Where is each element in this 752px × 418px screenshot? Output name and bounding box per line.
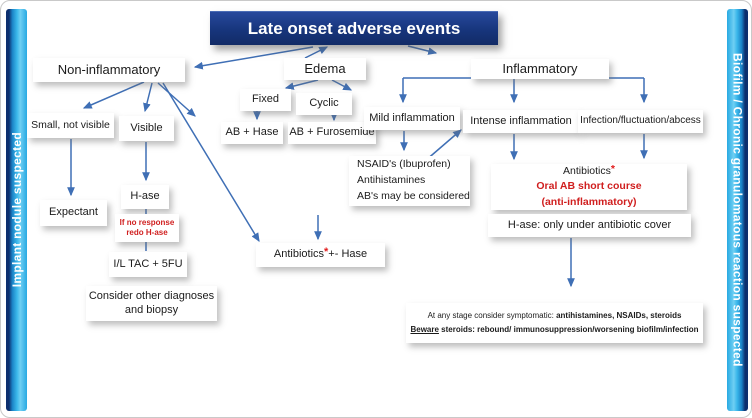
node-antibiotics-oral: Antibiotics* Oral AB short course (anti-… <box>491 163 687 210</box>
antibiotics-oral-asterisk: * <box>610 163 615 176</box>
right-banner: Biofilm / Chronic granulomatous reaction… <box>727 9 748 411</box>
if-no-response-line2: redo H-ase <box>126 228 168 237</box>
node-antibiotics-hase: Antibiotics* +- Hase <box>256 243 385 267</box>
note-line1-prefix: At any stage consider symptomatic: <box>427 311 557 321</box>
antibiotics-oral-line1: Antibiotics* <box>563 163 615 179</box>
note-line2: Beware steroids: rebound/ immunosuppress… <box>410 323 698 337</box>
nsaids-line3: AB's may be considered <box>357 189 470 202</box>
node-non-inflammatory: Non-inflammatory <box>33 58 185 82</box>
node-ab-hase: AB + Hase <box>221 122 283 144</box>
note-beware: Beware <box>410 325 439 334</box>
note-line2-rest: steroids: rebound/ immunosuppression/wor… <box>438 325 699 334</box>
oral-ab-short-course: Oral AB short course <box>536 180 642 193</box>
node-mild-inflammation: Mild inflammation <box>364 107 460 130</box>
node-small-not-visible: Small, not visible <box>27 113 114 138</box>
note-line1: At any stage consider symptomatic: antih… <box>428 309 682 323</box>
node-infection-fluctuation-abcess: Infection/fluctuation/abcess <box>578 110 703 133</box>
consider-line1: Consider other diagnoses <box>88 289 215 302</box>
if-no-response-line1: If no response <box>119 218 175 227</box>
anti-inflammatory: (anti-inflammatory) <box>541 195 637 208</box>
right-banner-label: Biofilm / Chronic granulomatous reaction… <box>730 53 745 367</box>
node-intense-inflammation: Intense inflammation <box>463 110 579 133</box>
node-nsaids: NSAID's (Ibuprofen) Antihistamines AB's … <box>349 156 470 206</box>
antibiotics-asterisk: * <box>324 246 329 259</box>
page-title: Late onset adverse events <box>210 11 498 45</box>
antibiotics-label: Antibiotics <box>563 165 611 178</box>
node-il-tac-5fu: I/L TAC + 5FU <box>109 252 187 277</box>
node-expectant: Expectant <box>40 200 107 226</box>
node-visible: Visible <box>119 116 174 141</box>
note-line1-bold: antihistamines, NSAIDs, steroids <box>556 311 682 321</box>
antibiotics-hase-suffix: +- Hase <box>328 248 368 261</box>
nsaids-line1: NSAID's (Ibuprofen) <box>357 158 451 171</box>
nsaids-line2: Antihistamines <box>357 174 426 187</box>
node-h-ase: H-ase <box>121 185 169 209</box>
antibiotics-hase-text: Antibiotics <box>273 248 325 261</box>
node-consider-other-diagnoses: Consider other diagnoses and biopsy <box>86 286 217 321</box>
node-inflammatory: Inflammatory <box>471 59 609 79</box>
node-if-no-response: If no response redo H-ase <box>115 214 179 242</box>
node-fixed: Fixed <box>240 89 291 111</box>
left-banner-label: Implant nodule suspected <box>9 132 24 288</box>
left-banner: Implant nodule suspected <box>6 9 27 411</box>
node-ab-furosemide: AB + Furosemide <box>288 122 376 144</box>
consider-line2: and biopsy <box>124 303 179 316</box>
node-hase-antibiotic-cover: H-ase: only under antibiotic cover <box>488 214 691 237</box>
node-cyclic: Cyclic <box>296 93 352 115</box>
node-edema: Edema <box>284 58 366 80</box>
note-symptomatic: At any stage consider symptomatic: antih… <box>406 303 703 343</box>
